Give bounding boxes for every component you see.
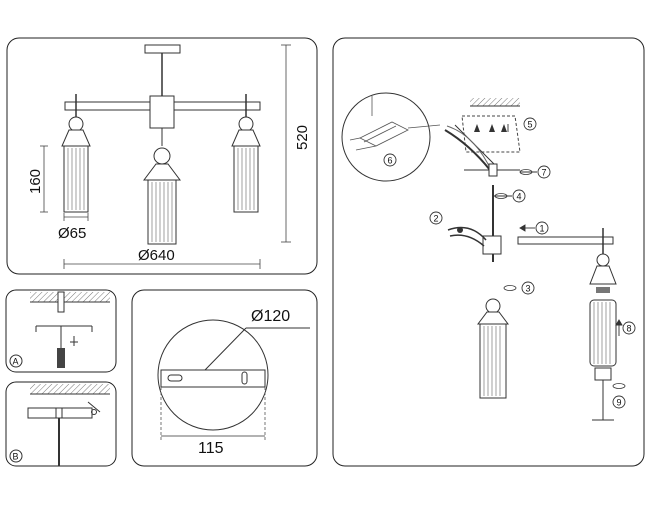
panel-b-badge: [9, 449, 23, 463]
canopy: [144, 44, 181, 54]
shade-diameter-label: Ø65: [58, 225, 86, 242]
panel-a: A: [5, 289, 117, 373]
step-4-label: 4: [517, 192, 522, 202]
step-5-label: 5: [528, 120, 533, 130]
hub-block: [149, 95, 175, 129]
panel-a-label: A: [13, 357, 19, 367]
step-1-label: 1: [540, 224, 545, 234]
step-8-label: 8: [627, 324, 632, 334]
step-9-label: 9: [617, 398, 622, 408]
panel-b-label: B: [13, 452, 19, 462]
step-7-label: 7: [542, 168, 547, 178]
step-badges: [383, 117, 636, 409]
panel-b: B: [5, 381, 117, 467]
panel-a-badge: [9, 354, 23, 368]
rotate-icon: [494, 169, 626, 389]
panel-assembly: 1 2 3 4 5 6 7 8 9: [332, 37, 645, 467]
detail-magnifier: [341, 92, 431, 182]
panel-canopy: Ø120 115: [131, 289, 318, 467]
step-2-label: 2: [434, 214, 439, 224]
total-height-label: 520: [294, 125, 311, 150]
bracket-spacing-label: 115: [198, 440, 224, 457]
panel-dimensions: 160 Ø65 Ø640 520: [6, 37, 318, 275]
screwdriver-icon: [57, 348, 65, 368]
mount-bracket: [160, 369, 266, 388]
center-shade: [147, 179, 177, 245]
shade-height-label: 160: [27, 169, 44, 194]
assembly-right-shade: [589, 299, 617, 367]
step-3-label: 3: [526, 284, 531, 294]
step-6-label: 6: [388, 156, 393, 166]
fixture-diameter-label: Ø640: [138, 247, 175, 264]
canopy-diameter-label: Ø120: [251, 308, 290, 325]
